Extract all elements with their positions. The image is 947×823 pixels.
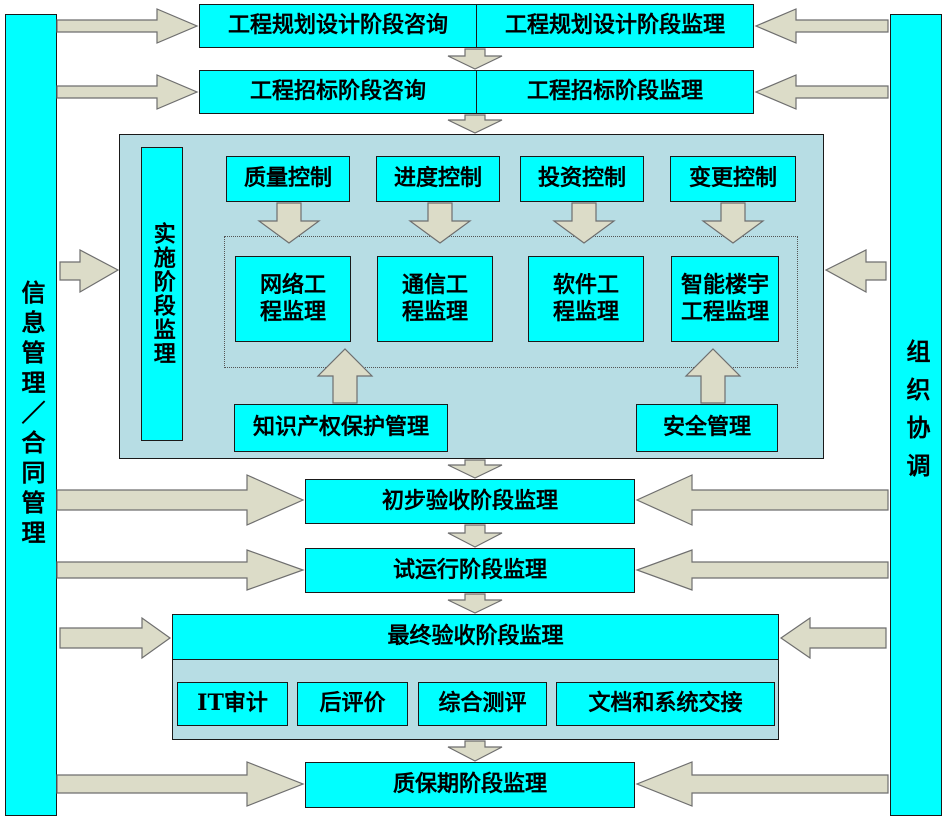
side-organization-coordination: 组织协调 bbox=[890, 14, 942, 816]
arrow-down-5 bbox=[447, 593, 503, 614]
ip-management-box: 知识产权保护管理 bbox=[234, 404, 448, 452]
implementation-label-box: 实施阶段监理 bbox=[141, 147, 183, 441]
engineering-dotted-region bbox=[224, 236, 798, 368]
arrow-down-6 bbox=[447, 740, 503, 762]
bidding-row: 工程招标阶段咨询 工程招标阶段监理 bbox=[199, 70, 754, 114]
arrow-down-3 bbox=[447, 459, 503, 479]
intelligent-building-box: 智能楼宇工程监理 bbox=[671, 256, 779, 342]
final-acceptance-label: 最终验收阶段监理 bbox=[387, 623, 564, 650]
arrow-down-schedule bbox=[408, 202, 472, 244]
arrow-right-planning bbox=[56, 8, 199, 44]
arrow-down-1 bbox=[447, 48, 503, 70]
schedule-control-label: 进度控制 bbox=[393, 165, 482, 192]
communication-engineering-box: 通信工程监理 bbox=[377, 256, 493, 342]
change-control-box: 变更控制 bbox=[670, 156, 796, 202]
safety-management-box: 安全管理 bbox=[636, 404, 778, 452]
trial-operation-label: 试运行阶段监理 bbox=[392, 556, 547, 583]
change-control-label: 变更控制 bbox=[688, 165, 777, 192]
arrow-right-warranty bbox=[56, 761, 305, 807]
intelligent-building-label: 智能楼宇工程监理 bbox=[680, 271, 769, 326]
warranty-label: 质保期阶段监理 bbox=[392, 771, 547, 798]
arrow-down-change bbox=[701, 202, 765, 244]
quality-control-label: 质量控制 bbox=[243, 165, 332, 192]
software-engineering-label: 软件工程监理 bbox=[552, 271, 619, 326]
arrow-right-preliminary bbox=[56, 474, 305, 526]
arrow-left-trial bbox=[635, 549, 889, 591]
arrow-left-bidding bbox=[754, 74, 889, 110]
safety-management-label: 安全管理 bbox=[662, 414, 751, 441]
investment-control-label: 投资控制 bbox=[537, 165, 626, 192]
arrow-up-safety bbox=[684, 348, 742, 404]
investment-control-box: 投资控制 bbox=[520, 156, 644, 202]
side-info-contract-management: 信息管理／合同管理 bbox=[5, 14, 57, 816]
final-acceptance-box: 最终验收阶段监理 bbox=[172, 614, 779, 660]
implementation-label: 实施阶段监理 bbox=[149, 222, 176, 366]
arrow-left-implementation bbox=[824, 249, 887, 294]
side-right-label: 组织协调 bbox=[902, 339, 931, 491]
arrow-right-bidding bbox=[56, 74, 199, 110]
arrow-down-2 bbox=[447, 114, 503, 134]
arrow-down-4 bbox=[447, 524, 503, 548]
software-engineering-box: 软件工程监理 bbox=[528, 256, 644, 342]
planning-design-row: 工程规划设计阶段咨询 工程规划设计阶段监理 bbox=[199, 4, 754, 48]
document-handover-box: 文档和系统交接 bbox=[556, 682, 775, 726]
preliminary-acceptance-label: 初步验收阶段监理 bbox=[381, 487, 558, 514]
bidding-consulting-label: 工程招标阶段咨询 bbox=[249, 78, 426, 105]
side-left-label: 信息管理／合同管理 bbox=[17, 280, 46, 550]
comprehensive-evaluation-box: 综合测评 bbox=[418, 682, 547, 726]
it-audit-label: IT审计 bbox=[197, 690, 268, 717]
preliminary-acceptance-box: 初步验收阶段监理 bbox=[305, 479, 635, 524]
arrow-left-warranty bbox=[635, 761, 889, 807]
network-engineering-box: 网络工程监理 bbox=[235, 256, 351, 342]
post-evaluation-label: 后评价 bbox=[319, 690, 386, 717]
arrow-down-investment bbox=[552, 202, 616, 244]
document-handover-label: 文档和系统交接 bbox=[588, 690, 743, 717]
post-evaluation-box: 后评价 bbox=[297, 682, 408, 726]
arrow-left-final bbox=[779, 616, 887, 660]
row-divider bbox=[476, 71, 477, 113]
bidding-supervision-label: 工程招标阶段监理 bbox=[526, 78, 703, 105]
arrow-left-preliminary bbox=[635, 474, 889, 526]
arrow-down-quality bbox=[257, 202, 321, 244]
communication-engineering-label: 通信工程监理 bbox=[401, 271, 468, 326]
schedule-control-box: 进度控制 bbox=[376, 156, 500, 202]
planning-supervision-label: 工程规划设计阶段监理 bbox=[504, 12, 725, 39]
ip-management-label: 知识产权保护管理 bbox=[252, 414, 429, 441]
arrow-up-ip bbox=[316, 348, 374, 404]
network-engineering-label: 网络工程监理 bbox=[259, 271, 326, 326]
row-divider bbox=[476, 5, 477, 47]
arrow-right-final bbox=[59, 616, 172, 660]
arrow-left-planning bbox=[754, 8, 889, 44]
arrow-right-trial bbox=[56, 549, 305, 591]
arrow-right-implementation bbox=[59, 249, 120, 294]
quality-control-box: 质量控制 bbox=[226, 156, 350, 202]
planning-consulting-label: 工程规划设计阶段咨询 bbox=[227, 12, 448, 39]
comprehensive-evaluation-label: 综合测评 bbox=[438, 690, 527, 717]
warranty-box: 质保期阶段监理 bbox=[305, 762, 635, 808]
trial-operation-box: 试运行阶段监理 bbox=[305, 548, 635, 593]
it-audit-box: IT审计 bbox=[177, 682, 288, 726]
